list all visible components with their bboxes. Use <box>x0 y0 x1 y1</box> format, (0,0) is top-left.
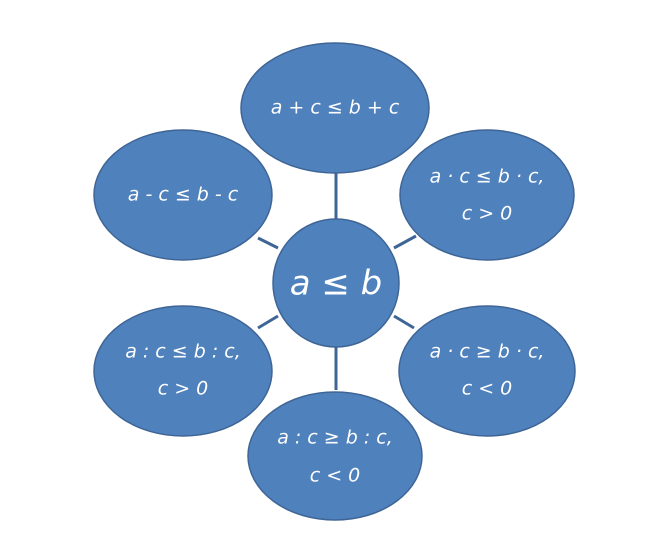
connector-upper-right <box>393 234 417 250</box>
node-upper-right-line1: a · c ≤ b · c, <box>430 166 545 188</box>
node-lower-left-line1: a : c ≤ b : c, <box>125 341 241 363</box>
node-lower-right-line2: c < 0 <box>462 378 513 400</box>
node-top: a + c ≤ b + c <box>240 42 430 174</box>
node-center-label: a ≤ b <box>290 264 383 304</box>
connector-upper-left <box>257 236 279 250</box>
node-bottom-line1: a : c ≥ b : c, <box>277 427 393 449</box>
node-upper-right: a · c ≤ b · c, c > 0 <box>399 129 575 261</box>
node-lower-right: a · c ≥ b · c, c < 0 <box>398 305 576 437</box>
node-upper-right-ellipse <box>399 129 575 261</box>
node-center: a ≤ b <box>272 218 400 348</box>
node-upper-left: a - c ≤ b - c <box>93 129 273 261</box>
node-bottom: a : c ≥ b : c, c < 0 <box>247 391 423 521</box>
node-top-label: a + c ≤ b + c <box>271 97 400 119</box>
node-upper-right-line2: c > 0 <box>462 203 513 225</box>
node-lower-left-ellipse <box>93 305 273 437</box>
node-upper-left-ellipse <box>93 129 273 261</box>
node-top-ellipse <box>240 42 430 174</box>
node-bottom-line2: c < 0 <box>310 465 361 487</box>
node-lower-left: a : c ≤ b : c, c > 0 <box>93 305 273 437</box>
node-lower-right-ellipse <box>398 305 576 437</box>
node-lower-left-line2: c > 0 <box>158 378 209 400</box>
connector-lower-left <box>257 314 279 330</box>
connector-lower-right <box>393 314 415 330</box>
node-lower-right-line1: a · c ≥ b · c, <box>430 341 545 363</box>
node-upper-left-label: a - c ≤ b - c <box>128 184 239 206</box>
node-bottom-ellipse <box>247 391 423 521</box>
node-center-ellipse <box>272 218 400 348</box>
